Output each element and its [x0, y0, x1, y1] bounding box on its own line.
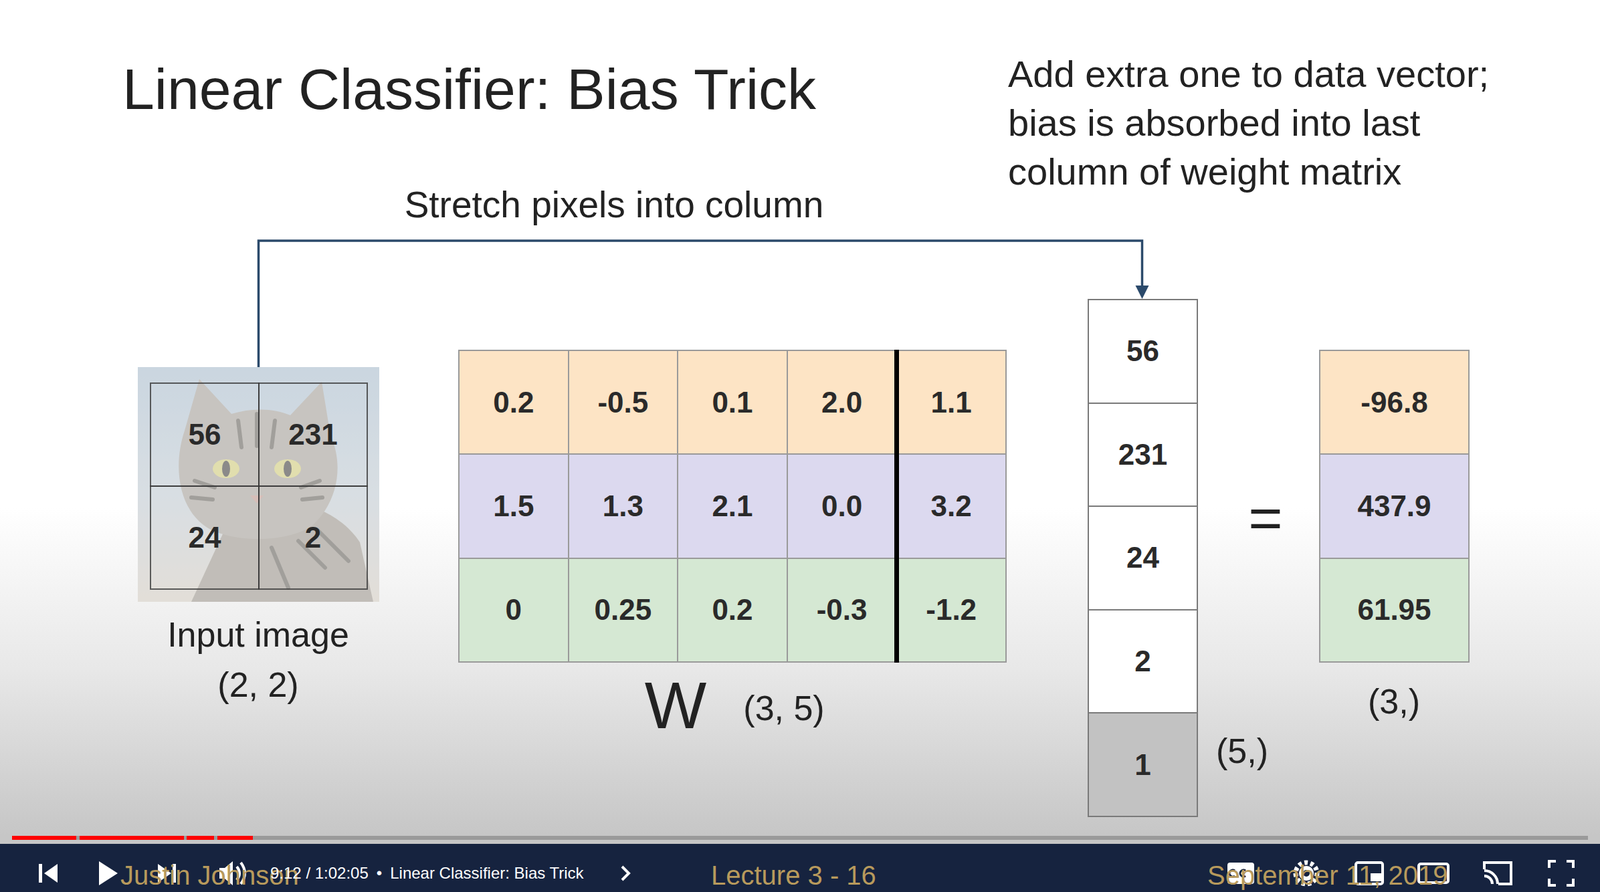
cell-value: 56 — [1126, 334, 1160, 368]
data-cell: 24 — [1087, 505, 1198, 611]
cell-value: 56 — [188, 418, 222, 452]
cell-value: 1.1 — [931, 385, 972, 420]
cell-value: -96.8 — [1360, 385, 1428, 420]
weight-cell: 0.0 — [786, 453, 898, 559]
video-time: 9:12 / 1:02:05 — [270, 864, 369, 883]
chapter-title: Linear Classifier: Bias Trick — [389, 864, 584, 883]
separator-dot: • — [376, 864, 382, 883]
image-caption: Input image (2, 2) — [157, 610, 359, 711]
weight-cell: -0.3 — [786, 557, 898, 663]
weight-cell: 1.3 — [567, 453, 679, 559]
pixel-cell: 24 — [149, 485, 260, 590]
cell-value: 0.2 — [492, 385, 534, 420]
shape-label: (3, 5) — [743, 688, 825, 730]
weight-cell: 0 — [458, 557, 570, 663]
weight-cell: 1.5 — [458, 453, 570, 559]
pixel-cell: 56 — [149, 382, 260, 487]
cell-value: 0 — [505, 593, 522, 627]
weight-cell: 0.2 — [676, 557, 788, 663]
weight-cell: 2.0 — [786, 349, 898, 455]
slide-title: Linear Classifier: Bias Trick — [122, 60, 817, 118]
pixel-cell: 231 — [258, 382, 368, 487]
slide-footer-lecture: Lecture 3 - 16 — [711, 860, 877, 891]
data-cell: 2 — [1087, 609, 1198, 715]
score-cell: -96.8 — [1319, 349, 1470, 455]
weight-cell: -0.5 — [567, 349, 679, 455]
matrix-symbol: W — [644, 668, 708, 744]
weight-cell: -1.2 — [895, 557, 1007, 663]
weight-matrix: W(3, 5)0.2-0.50.12.01.11.51.32.10.03.200… — [458, 349, 1006, 662]
cell-value: 1.5 — [492, 489, 534, 524]
equals-sign: = — [1248, 484, 1283, 552]
weight-cell: 0.25 — [567, 557, 679, 663]
data-cell: 56 — [1087, 298, 1198, 405]
cell-value: 0.25 — [594, 593, 653, 627]
weight-cell: 1.1 — [895, 349, 1007, 455]
slide-note: Add extra one to data vector; bias is ab… — [1008, 49, 1524, 196]
cell-value: 61.95 — [1357, 593, 1431, 627]
connector-label: Stretch pixels into column — [400, 184, 829, 226]
weight-cell: 0.2 — [458, 349, 570, 455]
weight-cell: 3.2 — [895, 453, 1007, 559]
weight-cell: 0.1 — [676, 349, 788, 455]
cell-value: -0.3 — [816, 593, 868, 627]
cell-value: 24 — [1126, 541, 1160, 575]
shape-label: (5,) — [1216, 731, 1269, 772]
cell-value: 437.9 — [1357, 489, 1431, 524]
cell-value: 0.2 — [711, 593, 753, 627]
cell-value: 2.0 — [821, 385, 863, 420]
cell-value: 2 — [1134, 644, 1151, 679]
connector-arrow — [258, 240, 1150, 368]
input-image: Input image (2, 2)56231242 — [137, 367, 380, 603]
data-vector: (5,)562312421 — [1087, 298, 1197, 817]
cell-value: 231 — [1118, 438, 1168, 472]
score-cell: 437.9 — [1319, 453, 1470, 559]
cell-value: -1.2 — [925, 593, 977, 627]
cell-value: -0.5 — [597, 385, 649, 420]
shape-label: (3,) — [1367, 682, 1421, 723]
cell-value: 2 — [305, 521, 322, 555]
score-vector: (3,)-96.8437.961.95 — [1319, 349, 1469, 662]
slide-footer-date: September 11, 2019 — [1207, 860, 1449, 891]
cell-value: 2.1 — [711, 489, 753, 524]
cell-value: 231 — [288, 418, 338, 452]
pixel-cell: 2 — [258, 485, 368, 590]
cell-value: 0.1 — [711, 385, 753, 420]
weight-cell: 2.1 — [676, 453, 788, 559]
cell-value: 3.2 — [931, 489, 972, 524]
score-cell: 61.95 — [1319, 557, 1470, 663]
data-cell: 1 — [1087, 712, 1198, 818]
cell-value: 1.3 — [602, 489, 644, 524]
data-cell: 231 — [1087, 402, 1198, 508]
bias-divider — [894, 349, 899, 663]
cell-value: 24 — [188, 521, 222, 555]
cell-value: 1 — [1134, 748, 1151, 782]
cell-value: 0.0 — [821, 489, 863, 524]
